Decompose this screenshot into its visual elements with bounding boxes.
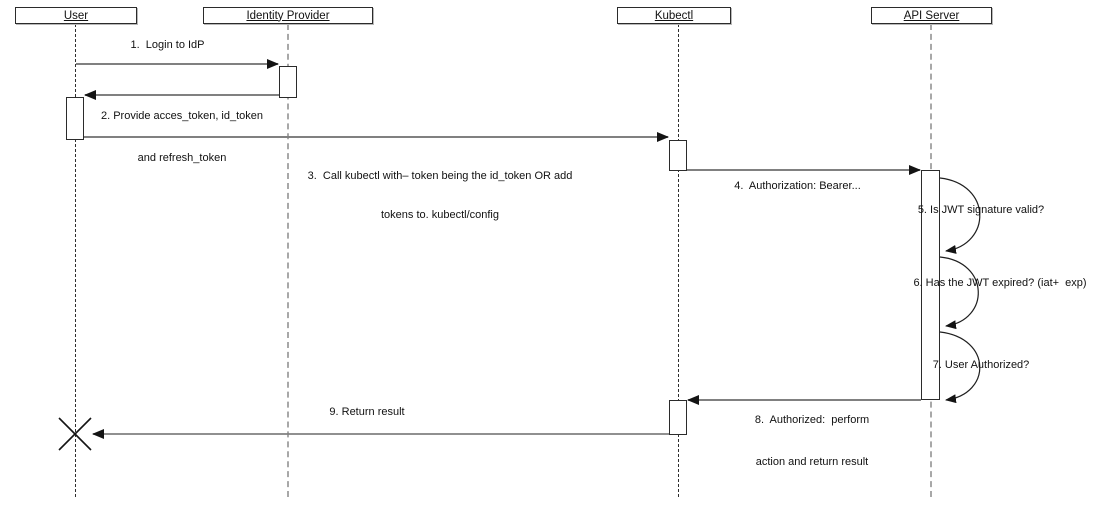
actor-box-identity-provider: Identity Provider <box>203 7 373 24</box>
message-label-8: 8. Authorized: perform action and return… <box>745 385 879 497</box>
message-label-7: 7. User Authorized? <box>932 359 1030 371</box>
activation-user <box>66 97 84 140</box>
activation-kubectl-2 <box>669 400 687 435</box>
message-label-3-line1: 3. Call kubectl with– token being the id… <box>307 170 573 182</box>
self-arrow-msg-6 <box>939 256 979 330</box>
actor-box-api-server: API Server <box>871 7 992 24</box>
actor-label-identity-provider: Identity Provider <box>246 9 330 22</box>
message-label-3-line2: tokens to. kubectl/config <box>380 209 499 221</box>
activation-kubectl-1 <box>669 140 687 171</box>
lifeline-kubectl <box>678 24 679 497</box>
message-label-5: 5. Is JWT signature valid? <box>917 204 1045 216</box>
message-label-6: 6. Has the JWT expired? (iat+ exp) <box>913 277 1087 289</box>
destroy-x-icon <box>58 417 92 451</box>
message-label-2-line2: and refresh_token <box>137 152 227 164</box>
actor-box-kubectl: Kubectl <box>617 7 731 24</box>
actor-box-user: User <box>15 7 137 24</box>
message-label-2-line1: 2. Provide acces_token, id_token <box>100 110 264 122</box>
message-label-9: 9. Return result <box>329 406 405 418</box>
message-label-4: 4. Authorization: Bearer... <box>734 180 861 192</box>
lifeline-identity-provider <box>287 24 289 497</box>
message-label-2: 2. Provide acces_token, id_token and ref… <box>68 81 296 193</box>
activation-identity-provider <box>279 66 297 98</box>
message-label-1: 1. Login to IdP <box>130 39 205 51</box>
actor-label-kubectl: Kubectl <box>654 9 694 22</box>
message-label-8-line1: 8. Authorized: perform <box>754 414 870 426</box>
lifeline-user <box>75 24 76 497</box>
self-arrow-msg-5 <box>939 177 981 254</box>
actor-label-user: User <box>63 9 89 22</box>
actor-label-api-server: API Server <box>903 9 960 22</box>
message-label-3: 3. Call kubectl with– token being the id… <box>290 144 590 248</box>
message-label-8-line2: action and return result <box>755 456 869 468</box>
self-arrow-msg-7 <box>939 331 981 404</box>
activation-api-server <box>921 170 940 400</box>
